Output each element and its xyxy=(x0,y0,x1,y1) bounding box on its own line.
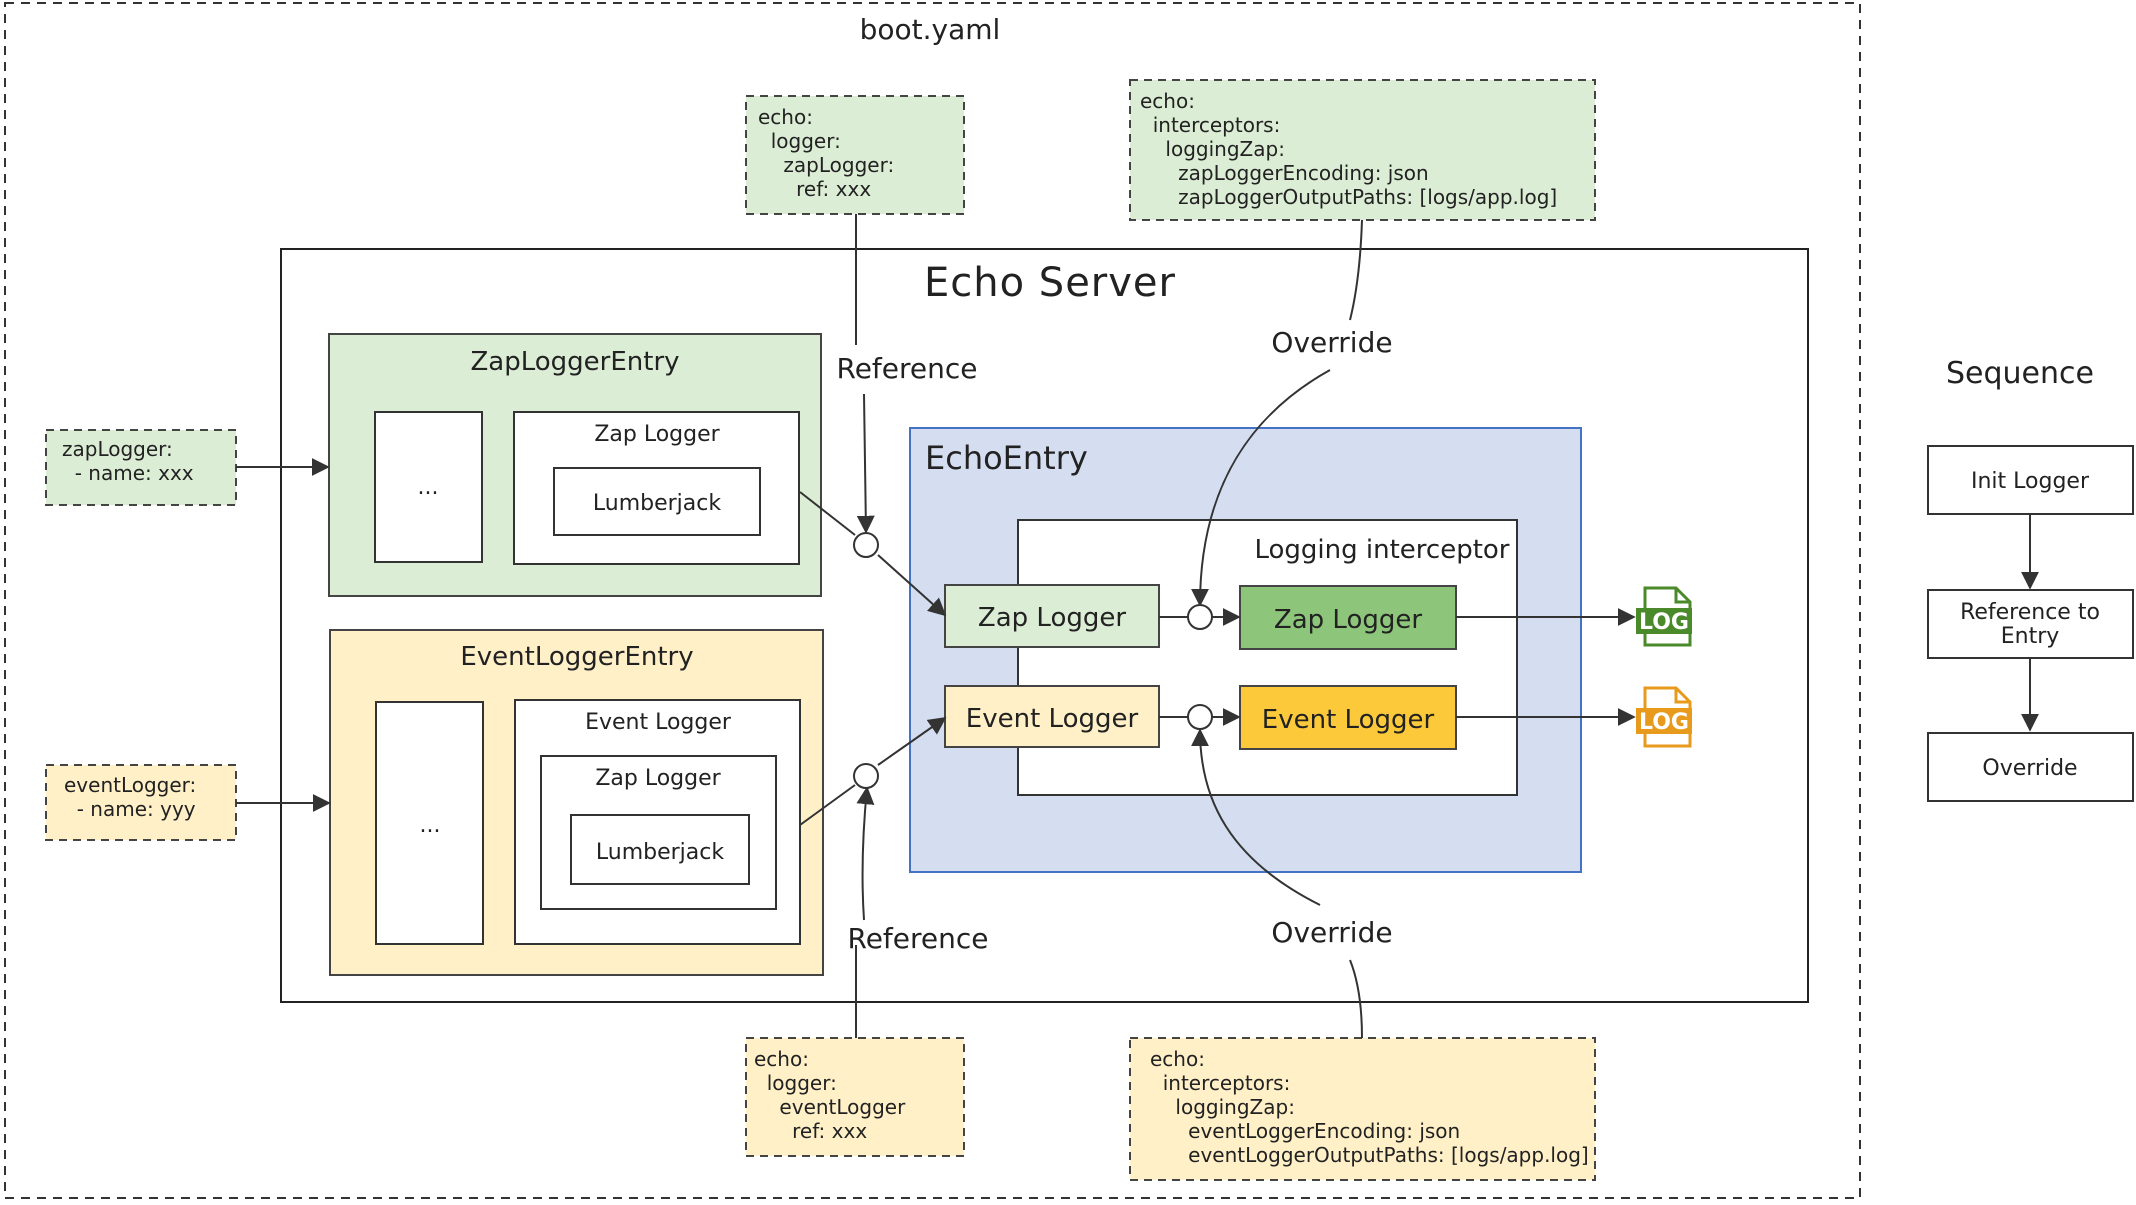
event-entry-lumberjack: Lumberjack xyxy=(596,840,724,865)
echo-zap-logger-box xyxy=(944,584,1160,648)
interceptor-event-logger: Event Logger xyxy=(1262,705,1435,735)
echo-entry: EchoEntry Logging interceptor Zap Logger… xyxy=(909,427,1582,873)
echo-zap-logger: Zap Logger xyxy=(978,603,1126,633)
echo-entry-title: EchoEntry xyxy=(925,439,1088,477)
svg-text:LOG: LOG xyxy=(1639,610,1689,635)
svg-text:echo: logger: zapLogger:: echo: logger: zapLogger: ref: xxx xyxy=(758,105,894,201)
override-label-top: Override xyxy=(1271,326,1392,359)
zap-entry-logger-label: Zap Logger xyxy=(594,422,720,447)
log-file-icon-green: LOG xyxy=(1636,586,1692,647)
event-entry-placeholder: ... xyxy=(420,813,441,838)
event-entry-title: EventLoggerEntry xyxy=(460,642,693,672)
reference-label-bottom: Reference xyxy=(848,922,989,955)
boot-yaml-title: boot.yaml xyxy=(860,13,1001,46)
event-entry-lumberjack-box xyxy=(570,814,750,885)
zap-config-box: zapLogger: - name: xxx xyxy=(45,429,237,506)
sequence-title: Sequence xyxy=(1946,356,2094,391)
event-reference-config-box: echo: logger: eventLogger ref: xxx xyxy=(745,1037,965,1157)
sequence-step-override-box xyxy=(1927,732,2134,802)
zap-override-config-box: echo: interceptors: loggingZap: zapLogge… xyxy=(1129,79,1596,221)
svg-text:zapLogger: - name: xxx: zapLogger: - name: xxx xyxy=(62,437,194,485)
echo-event-logger: Event Logger xyxy=(966,704,1139,734)
boot-yaml-frame xyxy=(4,2,1861,1199)
zap-entry-placeholder: ... xyxy=(418,475,439,500)
zap-entry-title: ZapLoggerEntry xyxy=(470,347,679,377)
zap-entry-lumberjack-box xyxy=(553,467,761,536)
event-logger-entry: EventLoggerEntry ... Event Logger Zap Lo… xyxy=(329,629,824,976)
svg-text:eventLogger: - name: yyy: eventLogger: - name: yyy xyxy=(64,773,196,821)
override-label-bottom: Override xyxy=(1271,916,1392,949)
event-override-junction xyxy=(1187,704,1213,730)
sequence-step-override: Override xyxy=(1982,756,2077,781)
interceptor-zap-logger: Zap Logger xyxy=(1274,605,1422,635)
zap-logger-entry: ZapLoggerEntry ... Zap Logger Lumberjack xyxy=(328,333,822,597)
event-reference-junction xyxy=(853,763,879,789)
log-file-icon-orange: LOG xyxy=(1636,686,1692,748)
event-config-box: eventLogger: - name: yyy xyxy=(45,764,237,841)
sequence-step-init: Init Logger xyxy=(1971,469,2090,494)
event-entry-logger-label: Event Logger xyxy=(585,710,732,735)
svg-text:echo: interceptors: loggin: echo: interceptors: loggingZap: eventLog… xyxy=(1150,1047,1589,1167)
zap-override-junction xyxy=(1187,604,1213,630)
echo-server-title: Echo Server xyxy=(924,260,1176,306)
reference-label-top: Reference xyxy=(837,352,978,385)
zap-entry-lumberjack: Lumberjack xyxy=(593,491,721,516)
zap-reference-junction xyxy=(853,532,879,558)
svg-text:echo: interceptors: loggin: echo: interceptors: loggingZap: zapLogge… xyxy=(1140,89,1557,209)
zap-reference-config-box: echo: logger: zapLogger: ref: xxx xyxy=(745,95,965,215)
logging-interceptor-title: Logging interceptor xyxy=(1254,535,1509,565)
zap-entry-placeholder-box xyxy=(374,411,483,563)
event-entry-zap-label: Zap Logger xyxy=(595,766,721,791)
event-entry-placeholder-box xyxy=(375,701,484,945)
svg-text:echo: logger: eventLogger: echo: logger: eventLogger ref: xxx xyxy=(754,1047,906,1143)
svg-text:LOG: LOG xyxy=(1639,710,1689,735)
connectors xyxy=(236,214,1636,1039)
event-override-config-box: echo: interceptors: loggingZap: eventLog… xyxy=(1129,1037,1596,1181)
